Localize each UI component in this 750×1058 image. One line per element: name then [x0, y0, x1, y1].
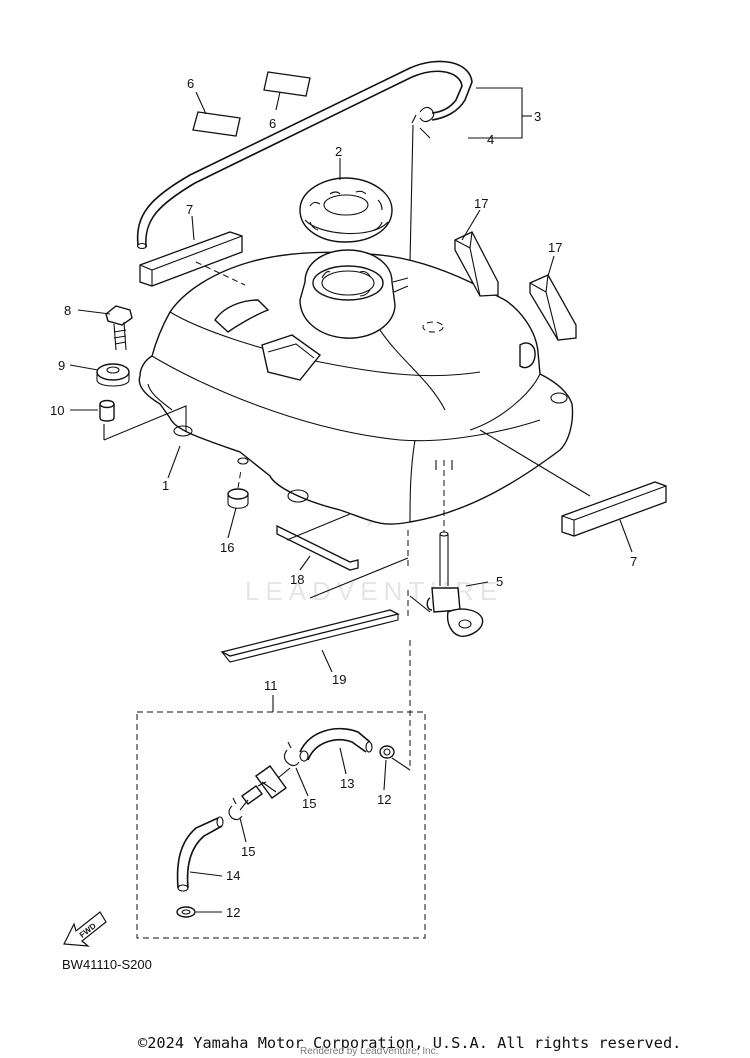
part-hose-13[interactable]	[299, 727, 373, 762]
callout-17a: 17	[474, 196, 488, 211]
callout-6b: 6	[269, 116, 276, 131]
part-clamp-12b[interactable]	[176, 906, 196, 918]
callout-7a: 7	[186, 202, 193, 217]
part-grommet-16[interactable]	[227, 488, 249, 509]
callout-17b: 17	[548, 240, 562, 255]
part-foam-17a[interactable]	[454, 231, 499, 297]
part-fuel-cock[interactable]	[426, 531, 484, 637]
part-bolt-8[interactable]	[105, 305, 133, 351]
watermark-text: LEADVENTURE	[245, 576, 503, 606]
part-foam-17b[interactable]	[529, 274, 577, 341]
part-pad-6a[interactable]	[192, 111, 241, 137]
part-pad-6b[interactable]	[263, 71, 311, 97]
part-clip-15a[interactable]	[283, 741, 300, 767]
rendered-by-notice: Rendered by LeadVenture, Inc.	[300, 1046, 439, 1057]
callout-5: 5	[496, 574, 503, 589]
callout-9: 9	[58, 358, 65, 373]
callout-11: 11	[264, 678, 278, 693]
part-fuel-tank[interactable]	[138, 251, 574, 525]
kit-11-boundary	[136, 711, 426, 939]
callout-8: 8	[64, 303, 71, 318]
part-filler-neck	[299, 249, 409, 339]
callout-15a: 15	[302, 796, 316, 811]
part-breather-hose[interactable]	[136, 60, 473, 250]
part-clamp-12a[interactable]	[379, 745, 395, 759]
callout-6a: 6	[187, 76, 194, 91]
callout-12a: 12	[377, 792, 391, 807]
callout-15b: 15	[241, 844, 255, 859]
callout-labels: 6 6 3 4 2 7 17 17 8 9 10 1 16 7 18 5 19 …	[50, 76, 637, 920]
part-strip-18[interactable]	[276, 524, 359, 571]
diagram-code: BW41110-S200	[62, 957, 152, 972]
callout-2: 2	[335, 144, 342, 159]
callout-16: 16	[220, 540, 234, 555]
callout-1: 1	[162, 478, 169, 493]
callout-18: 18	[290, 572, 304, 587]
part-hose-14[interactable]	[176, 816, 224, 892]
callout-3: 3	[534, 109, 541, 124]
part-grommet-9[interactable]	[96, 363, 130, 387]
callout-7b: 7	[630, 554, 637, 569]
part-hose-clip-4[interactable]	[411, 106, 435, 124]
callout-4: 4	[487, 132, 494, 147]
part-foam-7a[interactable]	[139, 231, 243, 287]
part-collar-10[interactable]	[99, 399, 115, 422]
fwd-arrow-icon: FWD	[63, 911, 107, 947]
part-fuel-filter[interactable]	[239, 765, 291, 811]
part-foam-7b[interactable]	[561, 481, 667, 537]
callout-14: 14	[226, 868, 240, 883]
leader-lines	[69, 87, 633, 913]
part-sheet-19[interactable]	[220, 609, 400, 663]
part-fuel-cap[interactable]	[299, 177, 393, 243]
callout-19: 19	[332, 672, 346, 687]
copyright-notice: ©2024 Yamaha Motor Corporation, U.S.A. A…	[138, 1034, 682, 1052]
part-clip-15b[interactable]	[228, 797, 243, 821]
callout-13: 13	[340, 776, 354, 791]
callout-10: 10	[50, 403, 64, 418]
callout-12b: 12	[226, 905, 240, 920]
